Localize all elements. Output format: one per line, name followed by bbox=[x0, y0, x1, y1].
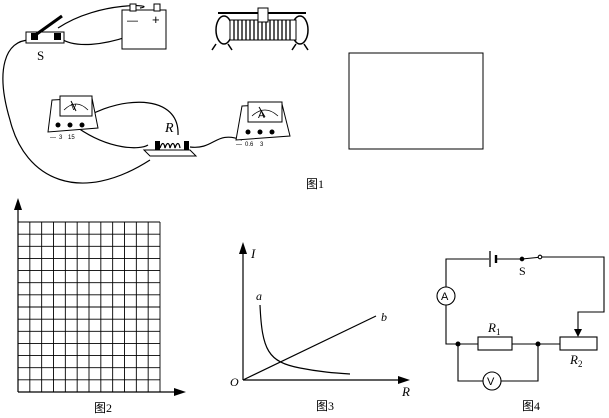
figure-1-caption: 图1 bbox=[306, 177, 324, 191]
switch-label: S bbox=[37, 48, 44, 63]
figure-3-caption: 图3 bbox=[316, 399, 334, 413]
wire bbox=[445, 258, 489, 287]
answer-box bbox=[348, 52, 484, 150]
wire bbox=[501, 344, 539, 382]
wire bbox=[57, 5, 145, 29]
voltmeter-symbol: V bbox=[71, 103, 77, 112]
r1-subscript: 1 bbox=[496, 327, 501, 337]
y-axis-arrow bbox=[239, 242, 247, 254]
r2-letter: R bbox=[569, 352, 578, 367]
grid bbox=[17, 221, 161, 393]
fig4-voltmeter-symbol: V bbox=[487, 376, 495, 388]
resistor-r1 bbox=[477, 336, 513, 351]
voltmeter bbox=[47, 95, 99, 133]
ammeter-terminal-minus: — bbox=[236, 142, 242, 148]
rheostat bbox=[211, 7, 309, 51]
origin-label: O bbox=[230, 375, 239, 389]
curve-a-label: a bbox=[256, 289, 262, 303]
figure-2: 图2 bbox=[14, 198, 186, 415]
resistor-r2 bbox=[559, 336, 598, 351]
x-axis-arrow bbox=[398, 376, 410, 384]
battery bbox=[121, 3, 167, 50]
wire bbox=[189, 136, 243, 148]
r2-subscript: 2 bbox=[578, 359, 583, 369]
fig4-r2-label: R2 bbox=[569, 352, 582, 369]
curve-b-label: b bbox=[381, 310, 387, 324]
ammeter-terminal-3: 3 bbox=[260, 142, 264, 148]
wire bbox=[77, 127, 149, 149]
figure-2-caption: 图2 bbox=[94, 401, 112, 415]
rheostat-slider-arrow bbox=[574, 329, 582, 337]
fig4-ammeter-symbol: A bbox=[441, 291, 449, 303]
wire bbox=[457, 344, 483, 382]
switch-contact bbox=[537, 254, 543, 260]
figure-4-caption: 图4 bbox=[522, 399, 540, 413]
figure-1: S — + bbox=[2, 3, 484, 191]
voltmeter-terminal-15: 15 bbox=[68, 135, 75, 141]
voltmeter-terminal-minus: — bbox=[50, 135, 56, 141]
figure-3: I R O a b 图3 bbox=[230, 242, 410, 413]
line-b bbox=[242, 315, 377, 381]
wire bbox=[445, 305, 478, 345]
ammeter bbox=[235, 101, 291, 141]
y-axis-label: I bbox=[250, 246, 256, 261]
resistor-label: R bbox=[164, 121, 174, 136]
knife-switch bbox=[25, 14, 65, 44]
y-axis-arrow bbox=[14, 198, 22, 210]
x-axis-arrow bbox=[174, 388, 186, 396]
ammeter-terminal-0.6: 0.6 bbox=[245, 142, 254, 148]
battery-plus-label: + bbox=[152, 12, 160, 27]
fig4-switch-label: S bbox=[519, 264, 526, 278]
voltmeter-terminal-3: 3 bbox=[59, 135, 63, 141]
figure-4 bbox=[436, 251, 605, 391]
fig4-r1-label: R1 bbox=[487, 320, 500, 337]
resistor-r bbox=[142, 141, 198, 157]
ammeter-symbol: A bbox=[258, 110, 265, 121]
battery-minus-label: — bbox=[127, 15, 138, 27]
curve-a bbox=[259, 304, 351, 375]
wire bbox=[540, 256, 605, 334]
wire bbox=[2, 39, 151, 184]
r1-letter: R bbox=[487, 320, 496, 335]
x-axis-label: R bbox=[401, 384, 410, 399]
